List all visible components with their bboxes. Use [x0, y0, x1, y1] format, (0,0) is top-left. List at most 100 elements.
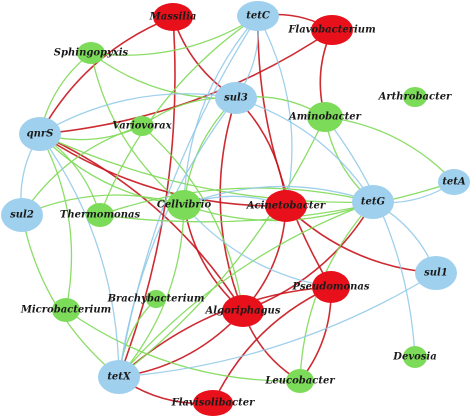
node-circle: [153, 3, 193, 31]
edge-variovorax-algoriphagus: [141, 125, 244, 312]
node-microbacterium: Microbacterium: [20, 298, 111, 322]
node-algoriphagus: Algoriphagus: [205, 295, 281, 327]
node-circle: [403, 346, 427, 368]
node-circle: [86, 203, 114, 227]
edge-tetc-sphingopyxis: [90, 15, 259, 56]
node-circle: [438, 169, 470, 195]
node-devosia: Devosia: [392, 346, 437, 368]
node-variovorax: Variovorax: [112, 116, 173, 136]
node-circle: [1, 198, 43, 232]
node-massilia: Massilia: [149, 3, 197, 31]
node-label: tetX: [107, 372, 132, 383]
edge-tetg-cellvibrio: [183, 185, 374, 206]
node-circle: [167, 190, 201, 220]
node-circle: [215, 82, 257, 114]
node-brachybacterium: Brachybacterium: [107, 290, 205, 308]
node-circle: [265, 190, 307, 222]
edge-tetc-acinetobacter: [257, 15, 293, 207]
node-sul2: sul2: [1, 198, 43, 232]
edge-qnrs-tetx: [39, 133, 120, 378]
node-sul3: sul3: [215, 82, 257, 114]
edge-microbacterium-leucobacter: [65, 309, 301, 382]
edge-qnrs-sul3: [39, 93, 237, 135]
node-aminobacter: Aminobacter: [288, 102, 362, 132]
edge-sul3-algoriphagus: [219, 97, 244, 312]
edge-tetx-sul1: [118, 272, 437, 378]
node-label: qnrS: [27, 129, 54, 140]
edge-sul3-tetx: [118, 97, 237, 378]
node-circle: [52, 298, 80, 322]
edge-sphingopyxis-cellvibrio: [90, 52, 185, 206]
node-cellvibrio: Cellvibrio: [157, 190, 212, 220]
node-circle: [237, 1, 279, 31]
node-label: Aminobacter: [288, 112, 362, 123]
edge-tetc-thermomonas: [99, 15, 259, 216]
node-circle: [222, 295, 264, 327]
node-flavisolibacter: Flavisolibacter: [171, 390, 255, 416]
edge-tetc-cellvibrio: [183, 15, 259, 206]
node-leucobacter: Leucobacter: [264, 369, 335, 393]
edge-sul3-tetg: [235, 97, 374, 203]
node-circle: [77, 42, 105, 64]
node-label: Massilia: [149, 12, 197, 23]
node-label: Cellvibrio: [157, 200, 212, 211]
node-circle: [307, 102, 343, 132]
node-flavobacterium: Flavobacterium: [287, 15, 376, 45]
node-label: Variovorax: [112, 121, 172, 132]
edge-flavisolibacter-pseudomonas: [212, 286, 332, 404]
node-label: tetC: [246, 11, 270, 22]
node-circle: [352, 185, 394, 219]
edge-massilia-qnrs: [39, 16, 174, 135]
node-label: sul1: [424, 268, 448, 279]
edge-qnrs-microbacterium: [39, 133, 73, 311]
node-label: Leucobacter: [264, 376, 335, 387]
node-label: Acinetobacter: [246, 201, 326, 212]
edge-tetx-aminobacter: [118, 116, 326, 378]
edge-qnrs-acinetobacter: [39, 133, 287, 207]
node-thermomonas: Thermomonas: [60, 203, 141, 227]
node-label: Microbacterium: [20, 305, 111, 316]
edge-tetg-thermomonas: [99, 187, 374, 216]
node-circle: [98, 360, 140, 394]
node-label: tetG: [361, 197, 386, 208]
node-qnrs: qnrS: [19, 117, 61, 151]
node-label: Sphingopyxis: [54, 48, 129, 59]
node-arthrobacter: Arthrobacter: [378, 87, 452, 107]
node-sphingopyxis: Sphingopyxis: [54, 42, 129, 64]
node-acinetobacter: Acinetobacter: [246, 190, 326, 222]
edge-tetc-pseudomonas: [257, 15, 332, 288]
node-tetx: tetX: [98, 360, 140, 394]
edge-tetx-cellvibrio: [118, 204, 185, 378]
node-sul1: sul1: [415, 256, 457, 290]
node-label: Brachybacterium: [107, 294, 205, 305]
node-label: Arthrobacter: [378, 92, 452, 103]
edge-qnrs-tetg: [39, 133, 374, 203]
node-label: sul2: [10, 210, 34, 221]
node-label: Flavisolibacter: [171, 398, 255, 409]
node-circle: [311, 15, 353, 45]
edge-aminobacter-devosia: [324, 116, 416, 358]
node-teta: tetA: [438, 169, 470, 195]
node-circle: [193, 390, 233, 416]
node-circle: [19, 117, 61, 151]
edge-tetg-algoriphagus: [242, 201, 374, 312]
node-circle: [286, 369, 314, 393]
node-pseudomonas: Pseudomonas: [291, 271, 370, 303]
node-circle: [130, 116, 154, 136]
node-label: sul3: [224, 93, 248, 104]
node-label: Thermomonas: [60, 210, 141, 221]
edge-flavobacterium-qnrs: [39, 29, 333, 135]
node-circle: [312, 271, 350, 303]
node-circle: [403, 87, 427, 107]
node-tetc: tetC: [237, 1, 279, 31]
edge-aminobacter-teta: [324, 116, 455, 183]
node-label: Pseudomonas: [291, 282, 369, 293]
node-label: Algoriphagus: [205, 306, 281, 317]
node-label: tetA: [442, 177, 466, 188]
node-tetg: tetG: [352, 185, 394, 219]
node-circle: [146, 290, 166, 308]
edge-cellvibrio-pseudomonas: [183, 204, 332, 288]
node-label: Flavobacterium: [287, 25, 375, 36]
